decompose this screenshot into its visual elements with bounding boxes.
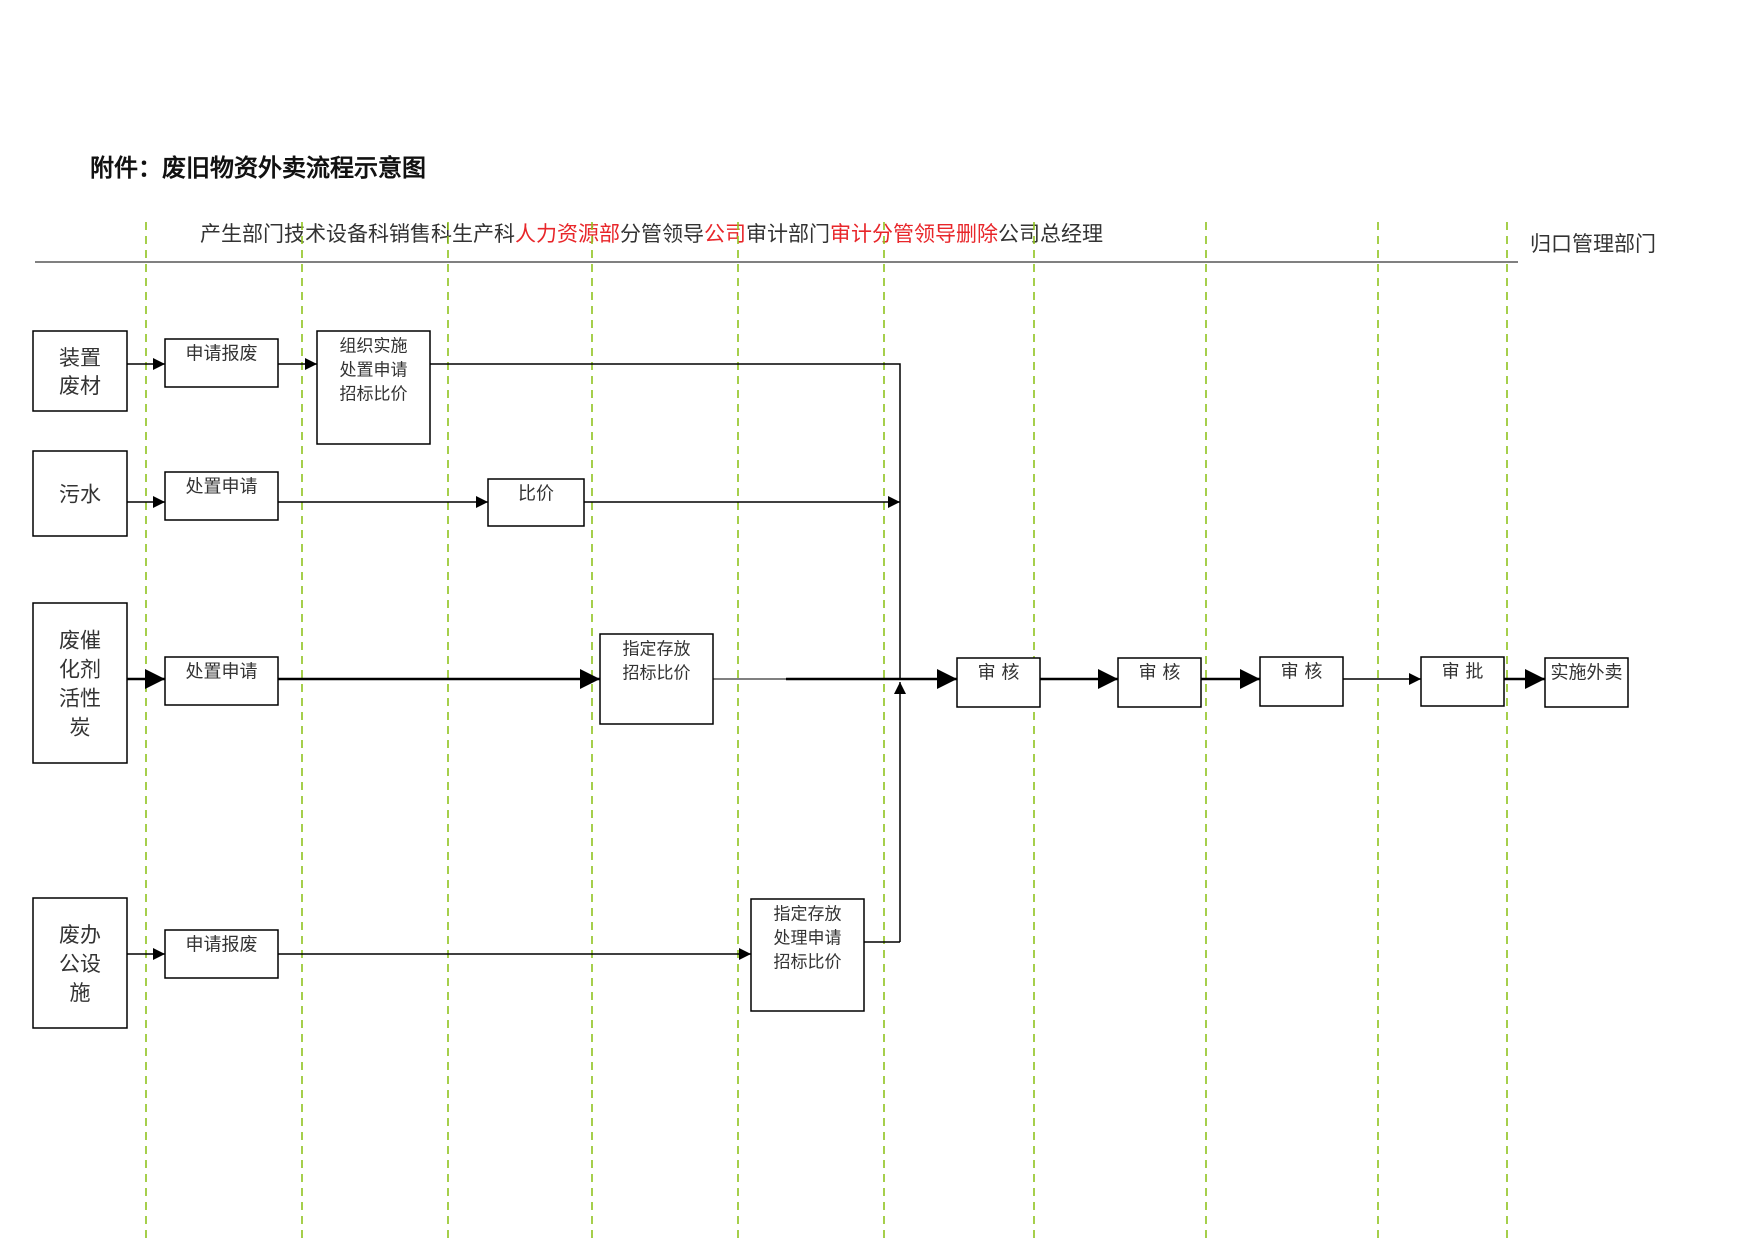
node-label: 审 核 bbox=[978, 662, 1020, 683]
node-label: 申请报废 bbox=[186, 934, 258, 955]
side-label: 归口管理部门 bbox=[1530, 232, 1656, 256]
node-box bbox=[164, 471, 279, 521]
lane-header: 产生部门技术设备科销售科生产科人力资源部分管领导公司审计部门审计分管领导删除公司… bbox=[200, 218, 1103, 248]
node-box bbox=[32, 602, 128, 764]
node-source-2: 污水 bbox=[32, 450, 128, 537]
node-review-2: 审 核 bbox=[1117, 657, 1202, 708]
connector-line bbox=[430, 363, 901, 679]
node-label: 招标比价 bbox=[623, 663, 691, 683]
node-label: 废办 bbox=[59, 923, 101, 947]
node-label: 化剂 bbox=[59, 658, 101, 682]
node-box bbox=[599, 633, 714, 725]
node-box bbox=[956, 657, 1041, 708]
node-apply-2: 处置申请 bbox=[164, 471, 279, 521]
connectors bbox=[127, 358, 1545, 960]
node-label: 装置 bbox=[59, 346, 101, 370]
node-box bbox=[316, 330, 431, 445]
node-box bbox=[750, 898, 865, 1012]
node-compare-2: 比价 bbox=[487, 478, 585, 527]
node-box bbox=[32, 450, 128, 537]
lane-header-segment-2: 分管领导 bbox=[620, 222, 704, 246]
node-label: 申请报废 bbox=[186, 343, 258, 364]
node-label: 处置申请 bbox=[186, 661, 258, 682]
node-box bbox=[164, 656, 279, 706]
node-label: 公设 bbox=[59, 952, 101, 976]
lane-header-segment-6: 公司总经理 bbox=[998, 222, 1103, 246]
node-box bbox=[32, 897, 128, 1029]
node-box bbox=[32, 330, 128, 412]
node-label: 组织实施 bbox=[340, 336, 408, 356]
node-label: 炭 bbox=[70, 716, 91, 740]
node-box bbox=[1117, 657, 1202, 708]
node-apply-3: 处置申请 bbox=[164, 656, 279, 706]
node-label: 废材 bbox=[59, 374, 101, 398]
lane-header-segment-0: 产生部门技术设备科销售科生产科 bbox=[200, 222, 515, 246]
node-box bbox=[1544, 657, 1629, 708]
lane-header-segment-4: 审计部门 bbox=[746, 222, 830, 246]
node-label: 废催 bbox=[59, 629, 101, 653]
node-label: 实施外卖 bbox=[1551, 662, 1623, 683]
node-label: 活性 bbox=[59, 687, 101, 711]
node-label: 施 bbox=[70, 981, 91, 1005]
node-label: 指定存放 bbox=[623, 639, 691, 659]
lane-header-segment-1: 人力资源部 bbox=[515, 222, 620, 246]
node-label: 污水 bbox=[59, 482, 101, 506]
node-label: 处理申请 bbox=[774, 928, 842, 948]
node-label: 招标比价 bbox=[340, 384, 408, 404]
lane-header-segment-5: 审计分管领导删除 bbox=[830, 222, 998, 246]
node-label: 审 批 bbox=[1442, 661, 1484, 682]
node-box bbox=[487, 478, 585, 527]
node-label: 审 核 bbox=[1139, 662, 1181, 683]
node-apply-4: 申请报废 bbox=[164, 929, 279, 979]
node-box bbox=[164, 338, 279, 388]
node-execute: 实施外卖 bbox=[1544, 657, 1629, 708]
node-label: 审 核 bbox=[1281, 661, 1323, 682]
page-title: 附件：废旧物资外卖流程示意图 bbox=[90, 153, 426, 182]
node-review-1: 审 核 bbox=[956, 657, 1041, 708]
node-label: 指定存放 bbox=[774, 904, 842, 924]
node-label: 处置申请 bbox=[186, 476, 258, 497]
node-box bbox=[1420, 656, 1505, 707]
node-box bbox=[164, 929, 279, 979]
node-box bbox=[1259, 656, 1344, 707]
node-label: 处置申请 bbox=[340, 360, 408, 380]
lane-header-segment-3: 公司 bbox=[704, 222, 746, 246]
node-label: 比价 bbox=[518, 483, 554, 504]
node-label: 招标比价 bbox=[774, 952, 842, 972]
node-review-3: 审 核 bbox=[1259, 656, 1344, 707]
node-approve: 审 批 bbox=[1420, 656, 1505, 707]
lane-lines bbox=[145, 222, 1508, 1241]
nodes: 装置废材污水废催化剂活性炭废办公设施申请报废处置申请处置申请申请报废组织实施处置… bbox=[32, 330, 1629, 1029]
node-apply-1: 申请报废 bbox=[164, 338, 279, 388]
